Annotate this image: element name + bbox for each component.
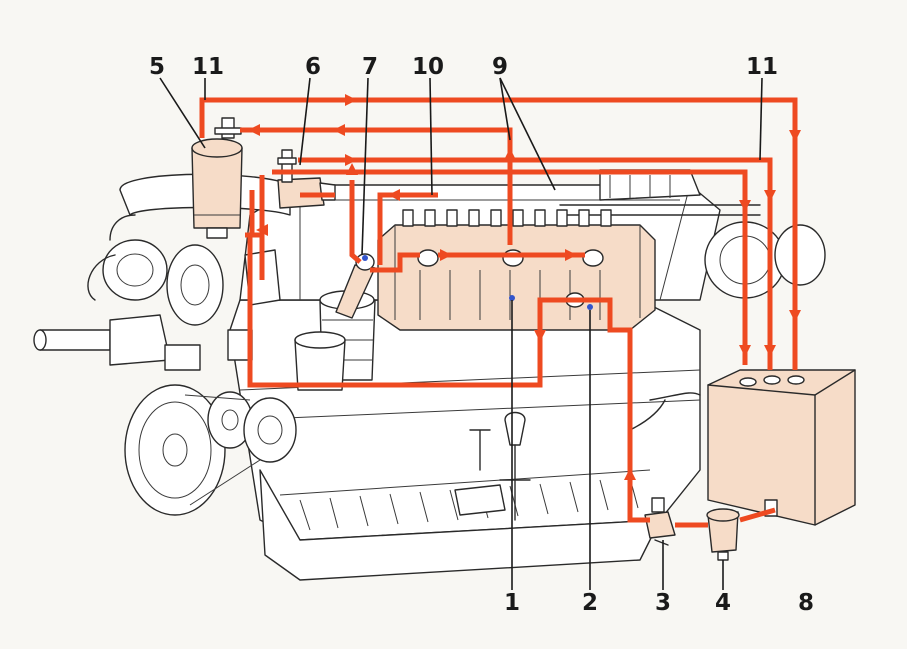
- callout-5: 5: [148, 54, 166, 80]
- turbocharger: [559, 169, 826, 431]
- side-fittings: [454, 411, 531, 521]
- oil-filters: [294, 290, 376, 391]
- fuel-lines: [199, 97, 798, 528]
- fuel-tank-8: [707, 369, 856, 526]
- callout-6: 6: [304, 54, 322, 80]
- callout-10: 10: [411, 54, 445, 80]
- callout-4: 4: [714, 590, 732, 616]
- injection-pump-1: [377, 209, 656, 331]
- callout-3: 3: [654, 590, 672, 616]
- callout-11-right: 11: [745, 54, 779, 80]
- fuel-filter-5: [191, 117, 243, 239]
- callout-9: 9: [491, 54, 509, 80]
- callout-7: 7: [361, 54, 379, 80]
- callout-8: 8: [797, 590, 815, 616]
- callout-2: 2: [581, 590, 599, 616]
- fuel-valve-3: [644, 497, 676, 546]
- callout-1: 1: [503, 590, 521, 616]
- callout-11-left: 11: [191, 54, 225, 80]
- prefilter-4: [706, 508, 740, 561]
- leader-lines: [159, 77, 763, 590]
- front-pulleys: [102, 239, 297, 516]
- flow-arrows: [248, 94, 801, 480]
- injector-7: [335, 253, 376, 319]
